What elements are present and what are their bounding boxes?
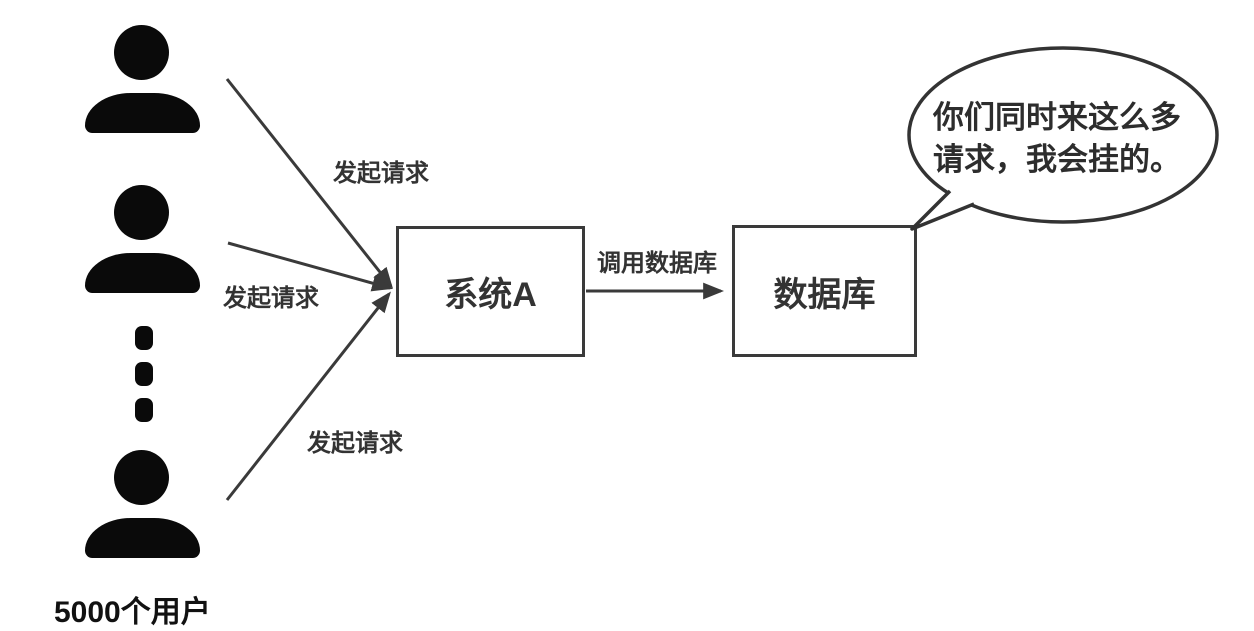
user-torso-shape — [85, 518, 200, 558]
user-head-shape — [114, 185, 169, 240]
node-system-a: 系统A — [396, 226, 585, 357]
user-torso-shape — [85, 93, 200, 133]
node-system-a-label: 系统A — [444, 276, 537, 314]
arrow-request-3 — [225, 291, 391, 501]
speech-bubble-tail — [910, 189, 975, 231]
edge-label-db-call: 调用数据库 — [597, 250, 717, 277]
ellipsis-dot — [135, 398, 153, 422]
user-icon — [85, 25, 200, 135]
user-head-shape — [114, 450, 169, 505]
ellipsis-dot — [135, 362, 153, 386]
node-database-label: 数据库 — [773, 275, 876, 314]
speech-bubble-text: 你们同时来这么多 请求，我会挂的。 — [933, 97, 1181, 181]
user-icon — [85, 450, 200, 560]
speech-bubble-line-2: 请求，我会挂的。 — [933, 142, 1181, 177]
edge-label-request-3: 发起请求 — [307, 430, 403, 457]
edge-label-request-2: 发起请求 — [223, 285, 319, 312]
ellipsis-dot — [135, 326, 153, 350]
vertical-ellipsis-icon — [135, 326, 153, 434]
user-torso-shape — [85, 253, 200, 293]
user-icon — [85, 185, 200, 295]
user-head-shape — [114, 25, 169, 80]
node-database: 数据库 — [732, 225, 917, 357]
speech-bubble-line-1: 你们同时来这么多 — [933, 100, 1181, 135]
users-count-label: 5000个用户 — [54, 596, 211, 629]
edge-label-request-1: 发起请求 — [333, 160, 429, 187]
